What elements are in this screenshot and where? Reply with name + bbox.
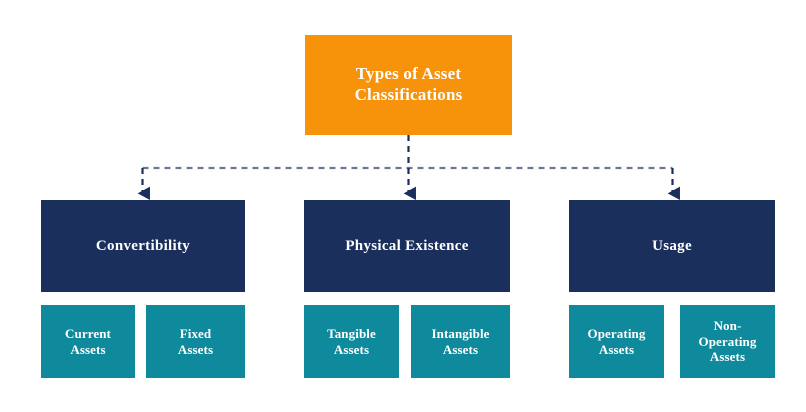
- node-branch-usage[interactable]: Usage: [569, 200, 775, 292]
- node-leaf-label: Current Assets: [65, 325, 111, 357]
- node-leaf-tangible-assets[interactable]: Tangible Assets: [304, 305, 399, 378]
- node-branch-label: Usage: [652, 237, 692, 254]
- node-leaf-label: Non- Operating Assets: [698, 317, 757, 365]
- node-branch-label: Physical Existence: [345, 237, 469, 254]
- node-branch-label: Convertibility: [95, 237, 191, 254]
- node-leaf-current-assets[interactable]: Current Assets: [41, 305, 135, 378]
- node-leaf-non-operating-assets[interactable]: Non- Operating Assets: [680, 305, 775, 378]
- node-root-label: Types of Asset Classifications: [354, 64, 463, 104]
- node-leaf-intangible-assets[interactable]: Intangible Assets: [411, 305, 510, 378]
- node-leaf-label: Operating Assets: [587, 325, 646, 357]
- node-root-types-of-asset-classifications[interactable]: Types of Asset Classifications: [305, 35, 512, 135]
- node-leaf-operating-assets[interactable]: Operating Assets: [569, 305, 664, 378]
- node-branch-convertibility[interactable]: Convertibility: [41, 200, 245, 292]
- node-leaf-label: Tangible Assets: [327, 325, 376, 357]
- node-branch-physical-existence[interactable]: Physical Existence: [304, 200, 510, 292]
- node-leaf-label: Fixed Assets: [177, 325, 214, 357]
- node-leaf-label: Intangible Assets: [431, 325, 490, 357]
- node-leaf-fixed-assets[interactable]: Fixed Assets: [146, 305, 245, 378]
